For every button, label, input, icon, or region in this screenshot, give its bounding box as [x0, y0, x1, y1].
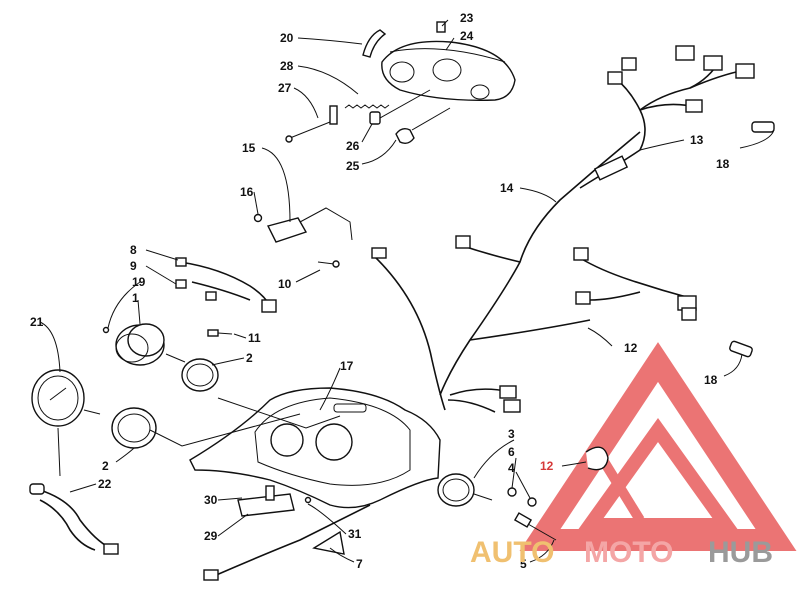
watermark-hub: HUB — [708, 536, 773, 569]
callout-11: 11 — [248, 331, 261, 345]
callout-29: 29 — [204, 529, 218, 543]
callout-18a: 18 — [716, 157, 730, 171]
clamp-12 — [585, 446, 609, 471]
watermark-logo — [519, 342, 797, 551]
callout-8: 8 — [130, 243, 137, 257]
callout-4: 4 — [508, 461, 515, 475]
callout-23: 23 — [460, 11, 474, 25]
warning-label — [312, 530, 345, 555]
callout-7: 7 — [356, 557, 363, 571]
callout-28: 28 — [280, 59, 294, 73]
callout-17: 17 — [340, 359, 354, 373]
callout-21: 21 — [30, 315, 44, 329]
callout-2b: 2 — [102, 459, 109, 473]
adjuster-screw — [285, 104, 390, 143]
callout-5: 5 — [520, 557, 527, 571]
dash-panel — [189, 387, 441, 509]
mount-bracket — [237, 485, 312, 517]
callout-24: 24 — [460, 29, 474, 43]
callout-22: 22 — [98, 477, 112, 491]
callout-14: 14 — [500, 181, 514, 195]
callout-3: 3 — [508, 427, 515, 441]
watermark-text: AUTO MOTO HUB — [470, 536, 773, 569]
bulbs — [369, 89, 451, 145]
right-harness — [573, 247, 697, 321]
callout-12b: 12 — [540, 459, 554, 473]
callout-1: 1 — [132, 291, 139, 305]
fuel-gauge — [437, 473, 557, 541]
main-harness — [371, 131, 641, 413]
callout-2a: 2 — [246, 351, 253, 365]
tachometer — [31, 369, 101, 427]
callout-9: 9 — [130, 259, 137, 273]
watermark-moto: MOTO — [584, 536, 673, 569]
sub-harness — [579, 45, 755, 189]
headlight-assembly — [362, 21, 516, 101]
callout-10: 10 — [278, 277, 292, 291]
callout-27: 27 — [278, 81, 292, 95]
callout-31: 31 — [348, 527, 362, 541]
callout-6: 6 — [508, 445, 515, 459]
connector-18b — [729, 340, 753, 358]
leader-lines — [39, 19, 775, 563]
connector-18a — [751, 121, 775, 133]
gauge-ring-b — [111, 407, 157, 449]
callout-20: 20 — [280, 31, 294, 45]
watermark-auto: AUTO — [470, 536, 554, 569]
callout-25: 25 — [346, 159, 360, 173]
speedometer — [115, 323, 186, 366]
callout-12a: 12 — [624, 341, 638, 355]
callout-labels: 20 23 24 28 27 26 25 15 16 10 8 9 19 1 1… — [30, 11, 730, 571]
callout-30: 30 — [204, 493, 218, 507]
bracket — [253, 207, 353, 268]
gauge-ring-a — [181, 358, 219, 392]
callout-15: 15 — [242, 141, 256, 155]
tach-harness — [29, 483, 119, 555]
callout-19: 19 — [132, 275, 146, 289]
callout-13: 13 — [690, 133, 704, 147]
lower-harness — [203, 504, 371, 581]
callout-18b: 18 — [704, 373, 718, 387]
callout-26: 26 — [346, 139, 360, 153]
callout-16: 16 — [240, 185, 254, 199]
